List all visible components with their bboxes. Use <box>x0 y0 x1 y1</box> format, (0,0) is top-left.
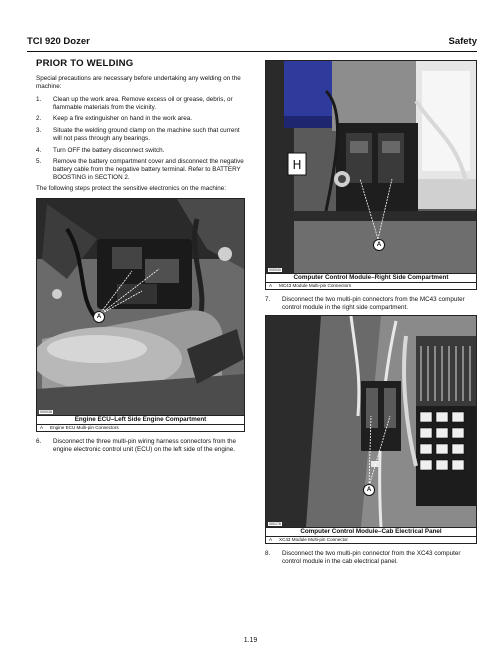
step-item: 7. Disconnect the two multi-pin connector… <box>265 296 477 311</box>
step-number: 6. <box>36 438 42 446</box>
step-item: 1. Clean up the work area. Remove excess … <box>36 96 245 111</box>
legend-label: A <box>40 425 44 431</box>
step-item: 3. Situate the welding ground clamp on th… <box>36 127 245 142</box>
step-number: 7. <box>265 296 271 303</box>
figure-code: 000040 <box>268 268 282 272</box>
document-title: TCI 920 Dozer <box>27 36 90 47</box>
figure-engine-ecu: A 000038 <box>36 198 245 417</box>
figure-legend-row: A MC43 Module Multi-pin Connectors <box>265 282 477 290</box>
right-compartment-illustration: H <box>266 61 476 273</box>
step-number: 2. <box>36 115 42 123</box>
section-name: Safety <box>448 36 477 47</box>
legend-text: MC43 Module Multi-pin Connectors <box>279 283 351 288</box>
legend-text: XC43 Module Multi-pin Connector <box>279 537 348 543</box>
step-text: Disconnect the two multi-pin connector f… <box>282 550 461 566</box>
callout-a-icon: A <box>93 311 105 324</box>
step-text: Disconnect the three multi-pin wiring ha… <box>53 438 237 454</box>
right-column: H A 000040 Computer Control Module–Right… <box>265 60 477 570</box>
step-item: 6. Disconnect the three multi-pin wiring … <box>36 438 245 453</box>
step-text: Disconnect the two multi-pin connectors … <box>282 296 465 311</box>
left-column: PRIOR TO WELDING Special precautions are… <box>36 56 245 458</box>
figure-legend-row: A XC43 Module Multi-pin Connector <box>265 536 477 545</box>
step-item: 5. Remove the battery compartment cover a… <box>36 158 245 181</box>
legend-label: A <box>269 537 273 543</box>
figure-caption-title: Computer Control Module–Right Side Compa… <box>265 274 477 283</box>
step-number: 5. <box>36 158 42 166</box>
step-text: Clean up the work area. Remove excess oi… <box>53 96 233 111</box>
step-number: 3. <box>36 127 42 135</box>
step-item: 2. Keep a fire extinguisher on hand in th… <box>36 115 245 123</box>
legend-text: Engine ECU Multi-pin Connectors <box>50 425 119 431</box>
figure-code: 000176 <box>268 522 282 527</box>
step-item: 8. Disconnect the two multi-pin connector… <box>265 550 477 565</box>
figure-cab-panel: A 000176 <box>265 315 477 529</box>
step-text: Keep a fire extinguisher on hand in the … <box>53 115 192 123</box>
step-number: 4. <box>36 146 42 154</box>
step-item: 4. Turn OFF the battery disconnect switch… <box>36 147 245 155</box>
step-6: 6. Disconnect the three multi-pin wiring … <box>36 438 245 453</box>
step-number: 8. <box>265 550 271 558</box>
figure-right-compartment: H A 000040 <box>265 60 477 274</box>
callout-a-icon: A <box>363 484 375 497</box>
steps-list: 1. Clean up the work area. Remove excess … <box>36 96 245 181</box>
svg-text:H: H <box>292 158 301 172</box>
legend-label: A <box>269 283 273 288</box>
section-title: PRIOR TO WELDING <box>36 58 134 69</box>
step-8: 8. Disconnect the two multi-pin connector… <box>265 550 477 565</box>
figure-legend-row: A Engine ECU Multi-pin Connectors <box>36 424 245 433</box>
engine-ecu-illustration <box>37 199 244 416</box>
step-number: 1. <box>36 96 42 103</box>
header-rule <box>27 51 477 52</box>
callout-a-icon: A <box>373 239 385 251</box>
step-text: Situate the welding ground clamp on the … <box>53 127 240 142</box>
step-text: Remove the battery compartment cover and… <box>53 158 244 181</box>
step-text: Turn OFF the battery disconnect switch. <box>53 146 165 154</box>
protect-text: The following steps protect the sensitiv… <box>36 185 227 193</box>
figure-code: 000038 <box>39 410 53 415</box>
cab-panel-illustration <box>266 316 476 528</box>
intro-text: Special precautions are necessary before… <box>36 75 241 90</box>
step-7: 7. Disconnect the two multi-pin connector… <box>265 296 477 311</box>
page-number: 1.19 <box>243 637 258 644</box>
